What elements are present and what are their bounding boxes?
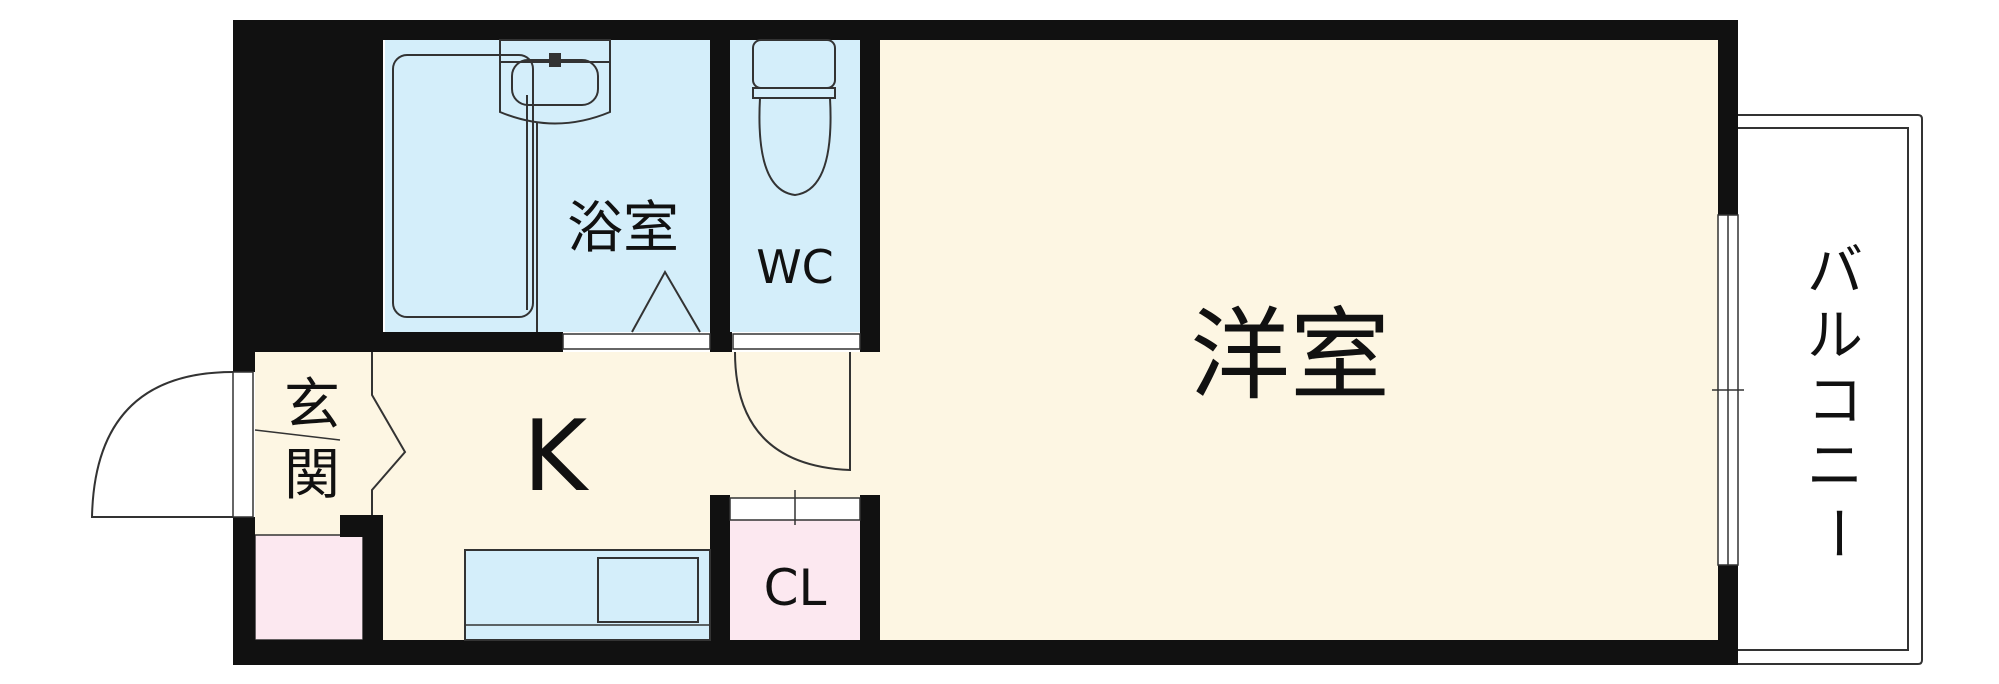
entrance-partition — [371, 352, 407, 515]
kitchen-counter — [464, 549, 711, 641]
entrance-label-char-1: 玄 — [284, 373, 340, 438]
washbasin — [499, 39, 611, 125]
entrance-door-swing — [90, 371, 234, 518]
balcony — [1738, 114, 1923, 665]
entrance-floor — [255, 352, 375, 517]
bath-door-triangle — [631, 269, 701, 333]
balcony-label-char-5: ー — [1804, 505, 1869, 561]
bathroom-floor — [385, 40, 710, 332]
balcony-label-char-1: バ — [1807, 239, 1863, 304]
toilet-door-sill — [732, 333, 861, 350]
toilet-label: WC — [756, 240, 834, 294]
bathroom-label: 浴室 — [567, 196, 679, 261]
shoe-box — [254, 534, 364, 641]
balcony-label-char-2: ル — [1807, 304, 1863, 369]
balcony-label-char-3: コ — [1807, 369, 1863, 434]
bath-door-sill — [562, 333, 711, 350]
walls — [233, 20, 1738, 665]
western-room-floor — [880, 40, 1718, 640]
entrance-door-frame — [232, 371, 254, 518]
entrance-label-char-2: 関 — [284, 443, 340, 508]
western-room-label: 洋室 — [1190, 297, 1390, 414]
entrance-step — [254, 429, 341, 441]
balcony-label-char-4: ニ — [1807, 434, 1863, 499]
kitchen-label: K — [523, 400, 590, 514]
closet-doors — [729, 490, 861, 525]
toilet-door-swing — [734, 351, 851, 472]
closet-label: CL — [764, 559, 827, 617]
toilet-fixture — [752, 39, 836, 197]
balcony-window — [1712, 214, 1744, 566]
bathtub — [392, 54, 534, 318]
